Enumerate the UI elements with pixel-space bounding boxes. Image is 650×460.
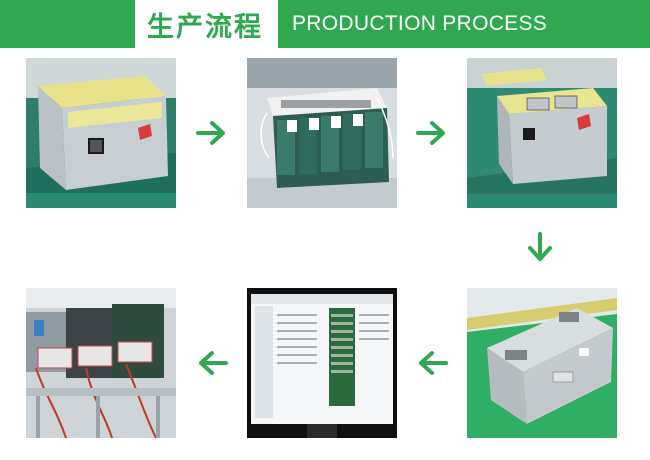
arrow-down-icon [525, 232, 555, 264]
photo-enclosure-box [26, 58, 176, 208]
arrow-right-icon [416, 118, 448, 148]
photo-cell-assembly [247, 58, 397, 208]
photo-finished-battery [467, 288, 617, 438]
arrow-right-icon [196, 118, 228, 148]
arrow-left-icon [416, 348, 448, 378]
photo-test-equipment [26, 288, 176, 438]
header-banner: 生产流程 PRODUCTION PROCESS [0, 0, 650, 48]
header-left-bar [0, 0, 135, 48]
title-cn: 生产流程 [147, 11, 263, 43]
title-en: PRODUCTION PROCESS [278, 0, 650, 48]
photo-assembled-pack [467, 58, 617, 208]
photo-test-software [247, 288, 397, 438]
arrow-left-icon [196, 348, 228, 378]
